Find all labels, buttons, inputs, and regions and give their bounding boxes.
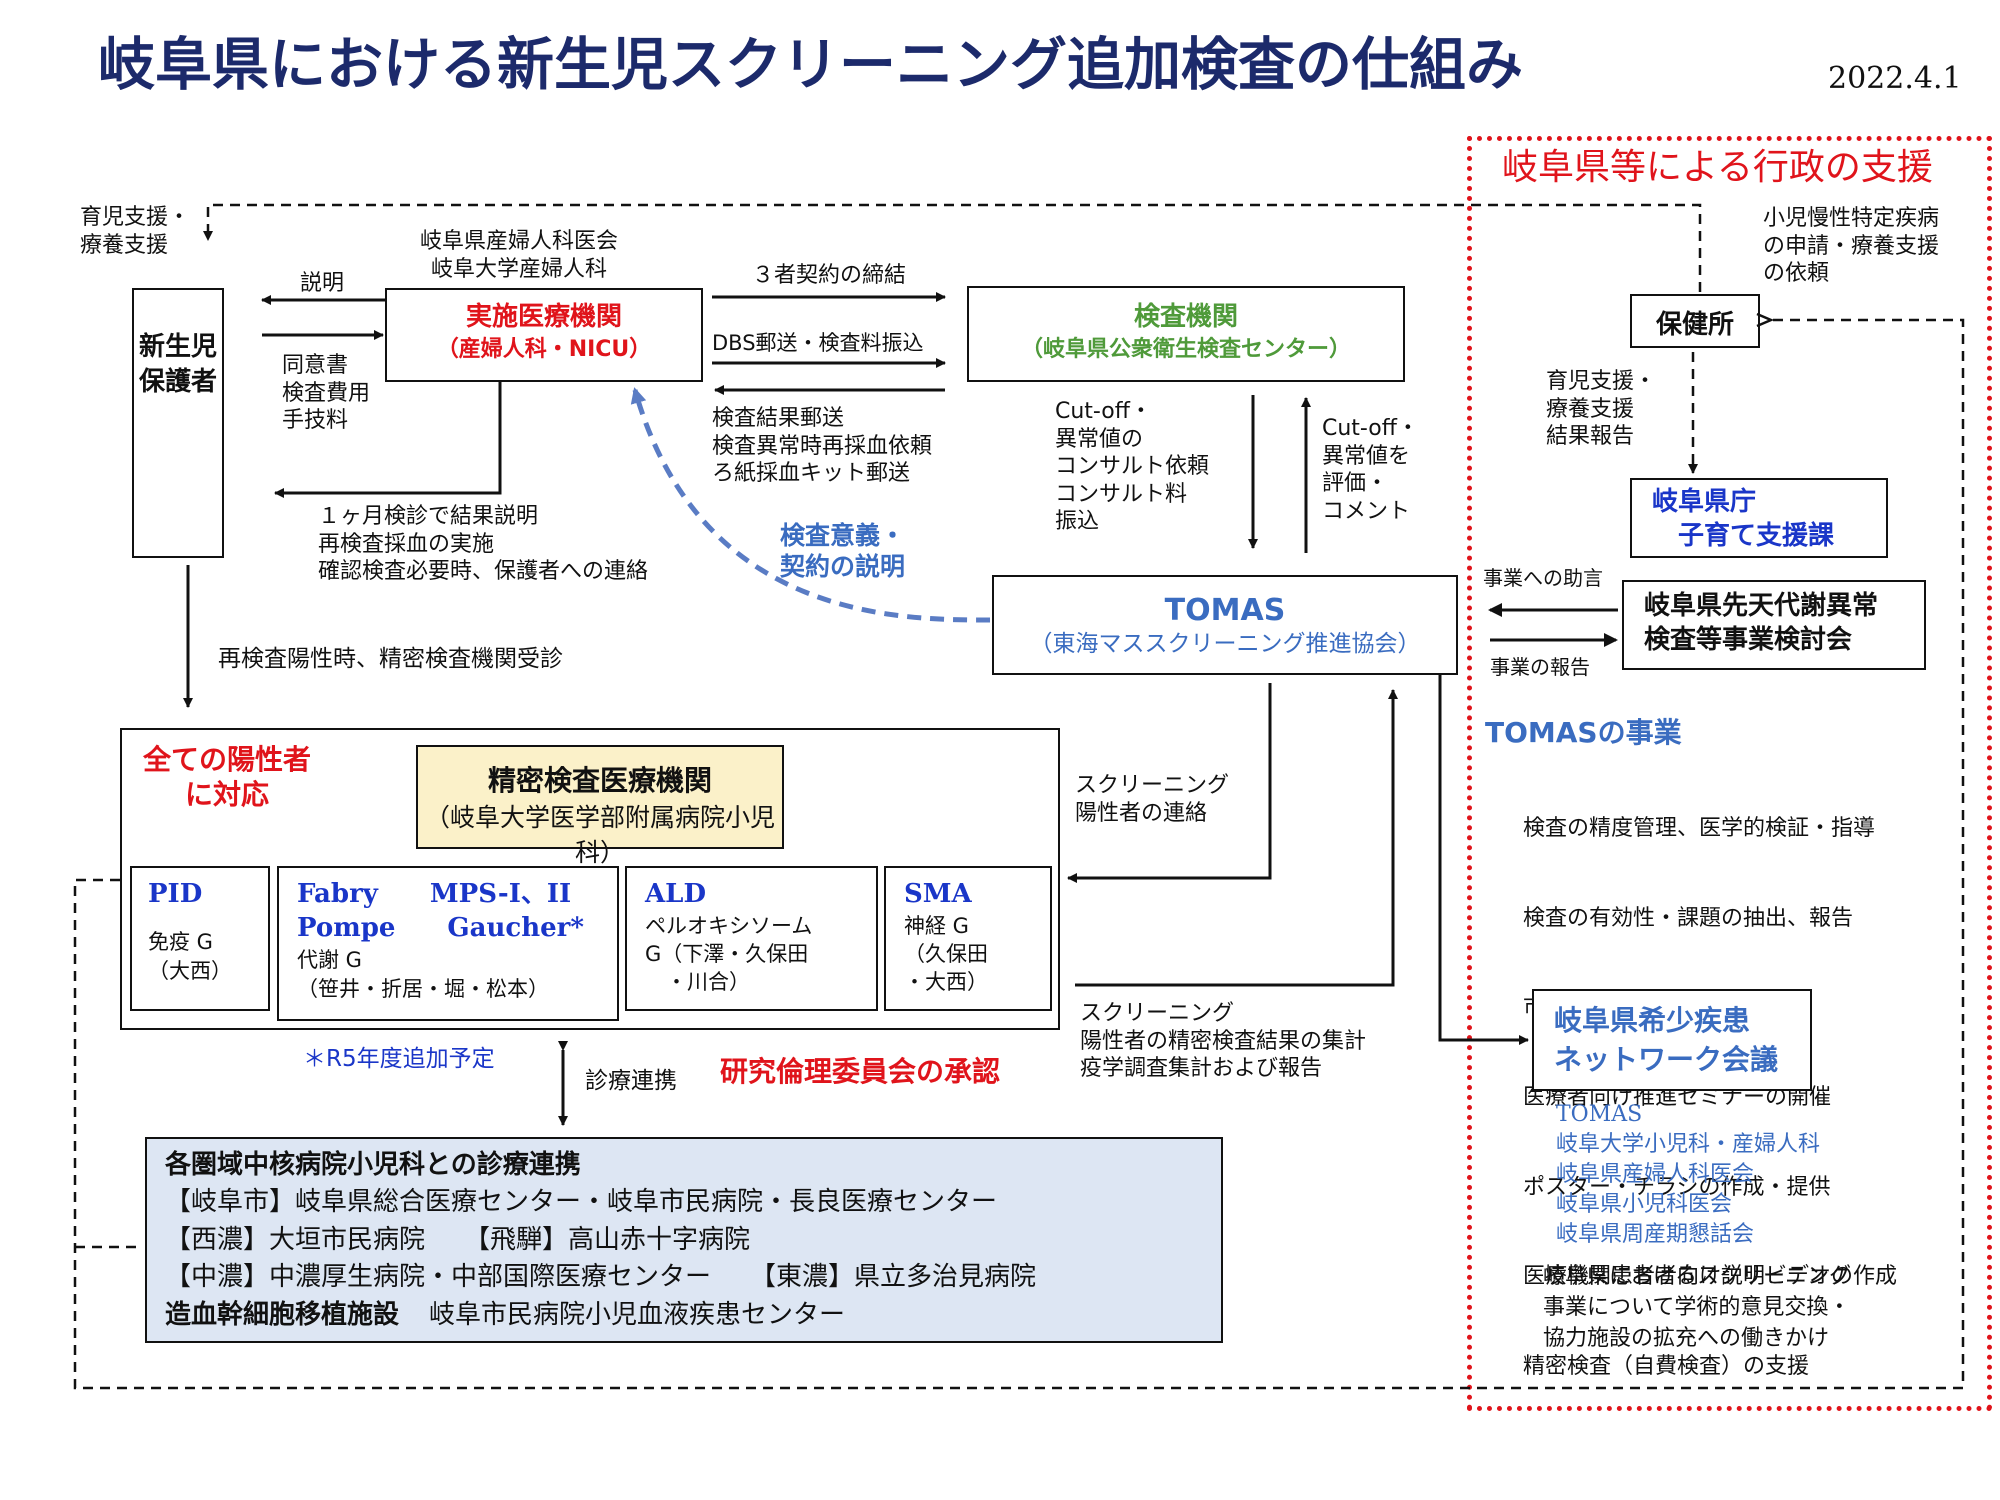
collab-label: 診療連携 bbox=[585, 1068, 677, 1094]
clinic-name: 実施医療機関 bbox=[465, 302, 622, 332]
clinic-above-label: 岐阜県産婦人科医会 岐阜大学産婦人科 bbox=[420, 229, 619, 282]
group-body: ペルオキシソーム G（下澤・久保田 ・川合） bbox=[645, 913, 813, 995]
aggregate-label: スクリーニング 陽性者の精密検査結果の集計 疫学調査集計および報告 bbox=[1080, 1001, 1367, 1081]
clinic-result-label: １ヶ月検診で結果説明 再検査採血の実施 確認検査必要時、保護者への連絡 bbox=[318, 504, 649, 584]
network-member: TOMAS bbox=[1556, 1102, 1643, 1127]
retest-label: 再検査陽性時、精密検査機関受診 bbox=[218, 646, 563, 672]
precision-name: 精密検査医療機関 bbox=[487, 764, 712, 797]
network-desc: 岐阜県におけるスクリーニング 事業について学術的意見交換・ 協力施設の拡充への働… bbox=[1543, 1264, 1852, 1351]
network-member: 岐阜大学小児科・産婦人科 bbox=[1556, 1131, 1821, 1157]
date-label: 2022.4.1 bbox=[1828, 61, 1962, 96]
contract-label: ３者契約の締結 bbox=[752, 263, 907, 288]
hokenjo-to-kencho-label: 育児支援・ 療養支援 結果報告 bbox=[1546, 369, 1657, 449]
tomas-jigyo-item: ポスター・チラシの作成・提供 bbox=[1523, 1174, 1831, 1200]
network-member: 岐阜県周産期懇話会 bbox=[1556, 1221, 1755, 1247]
tomas-jigyo-title: TOMASの事業 bbox=[1485, 716, 1682, 749]
guardian-support-label: 育児支援・ 療養支援 bbox=[80, 205, 191, 258]
group-body: 代謝 G （笹井・折居・堀・松本） bbox=[297, 947, 549, 1001]
stem-cell-value: 岐阜市民病院小児血液疾患センター bbox=[429, 1299, 846, 1330]
explain-label: 説明 bbox=[300, 271, 345, 296]
tomas-jigyo-item: 精密検査（自費検査）の支援 bbox=[1523, 1354, 1810, 1380]
stem-cell-label: 造血幹細胞移植施設 bbox=[165, 1299, 400, 1330]
group-box-metabolic: Fabry MPS-I、II Pompe Gaucher* 代謝 G （笹井・折… bbox=[277, 866, 619, 1021]
dbs-label: DBS郵送・検査料振込 bbox=[712, 331, 924, 355]
network-members: TOMAS 岐阜大学小児科・産婦人科 岐阜県産婦人科医会 岐阜県小児科医会 岐阜… bbox=[1556, 1100, 1820, 1250]
group-box-pid: PID 免疫 G （大西） bbox=[130, 866, 270, 1011]
hokenjo-label: 保健所 bbox=[1655, 310, 1734, 340]
tomas-explain-label: 検査意義・ 契約の説明 bbox=[780, 521, 906, 582]
clinic-sub: （産婦人科・NICU） bbox=[436, 337, 652, 363]
tomas-name: TOMAS bbox=[1164, 593, 1286, 628]
lab-name: 検査機関 bbox=[1133, 302, 1238, 332]
advice-label: 事業への助言 bbox=[1483, 566, 1603, 590]
kentokai-label: 岐阜県先天代謝異常 検査等事業検討会 bbox=[1644, 591, 1879, 655]
tomas-box: TOMAS （東海マススクリーニング推進協会） bbox=[992, 575, 1458, 675]
tomas-jigyo-item: 医療機関患者者向け説明ビデオの作成 bbox=[1523, 1264, 1898, 1290]
kencho-label: 岐阜県庁 子育て支援課 bbox=[1652, 487, 1835, 551]
group-head: ALD bbox=[645, 879, 707, 909]
group-box-ald: ALD ペルオキシソーム G（下澤・久保田 ・川合） bbox=[625, 866, 878, 1011]
ethics-label: 研究倫理委員会の承認 bbox=[720, 1055, 1001, 1088]
group-head: Fabry MPS-I、II Pompe Gaucher* bbox=[297, 879, 584, 943]
arrow-positive-contact bbox=[1067, 683, 1272, 883]
dashed-tomas-explain bbox=[630, 387, 991, 623]
group-head: SMA bbox=[904, 879, 972, 909]
all-positive-label: 全ての陽性者 に対応 bbox=[143, 743, 312, 811]
precision-name-box: 精密検査医療機関 （岐阜大学医学部附属病院小児科） bbox=[416, 745, 784, 867]
regional-line: 【西濃】大垣市民病院 【飛騨】高山赤十字病院 bbox=[165, 1224, 751, 1255]
network-member: 岐阜県産婦人科医会 bbox=[1556, 1161, 1755, 1187]
regional-title: 各圏域中核病院小児科との診療連携 bbox=[165, 1150, 581, 1180]
hokenjo-box: 保健所 bbox=[1630, 294, 1760, 348]
clinic-box: 実施医療機関 （産婦人科・NICU） bbox=[385, 288, 703, 382]
guardian-label: 新生児 保護者 bbox=[138, 332, 217, 398]
consult-label: Cut-off・ 異常値の コンサルト依頼 コンサルト料 振込 bbox=[1055, 399, 1210, 534]
precision-sub: （岐阜大学医学部附属病院小児科） bbox=[424, 803, 775, 868]
tomas-sub: （東海マススクリーニング推進協会） bbox=[1029, 631, 1421, 657]
network-label: 岐阜県希少疾患 ネットワーク会議 bbox=[1554, 1004, 1779, 1077]
group-body: 神経 G （久保田 ・大西） bbox=[904, 913, 988, 995]
group-body: 免疫 G （大西） bbox=[148, 929, 232, 984]
admin-support-title: 岐阜県等による行政の支援 bbox=[1502, 147, 1933, 188]
arrow-tomas-network bbox=[1438, 675, 1529, 1045]
evaluate-label: Cut-off・ 異常値を 評価・ コメント bbox=[1322, 416, 1419, 524]
group-box-sma: SMA 神経 G （久保田 ・大西） bbox=[884, 866, 1052, 1011]
tomas-jigyo-item: 検査の有効性・課題の抽出、報告 bbox=[1523, 905, 1854, 931]
regional-box: 各圏域中核病院小児科との診療連携 【岐阜市】岐阜県総合医療センター・岐阜市民病院… bbox=[145, 1137, 1223, 1343]
arrow-aggregate bbox=[1075, 689, 1398, 987]
dashed-loop bbox=[73, 320, 1965, 1390]
network-box: 岐阜県希少疾患 ネットワーク会議 bbox=[1532, 989, 1812, 1091]
dashed-hokenjo-guardian bbox=[203, 203, 1702, 292]
shoni-label: 小児慢性特定疾病 の申請・療養支援 の依頼 bbox=[1763, 206, 1940, 286]
report-label: 事業の報告 bbox=[1490, 655, 1590, 679]
guardian-box: 新生児 保護者 bbox=[132, 288, 224, 558]
tomas-jigyo-item: 検査の精度管理、医学的検証・指導 bbox=[1523, 815, 1876, 841]
kencho-box: 岐阜県庁 子育て支援課 bbox=[1630, 478, 1888, 558]
positive-contact-label: スクリーニング 陽性者の連絡 bbox=[1075, 773, 1230, 826]
lab-sub: （岐阜県公衆衛生検査センター） bbox=[1020, 337, 1351, 363]
arrow-result bbox=[274, 382, 502, 498]
network-member: 岐阜県小児科医会 bbox=[1556, 1191, 1733, 1217]
regional-line: 【岐阜市】岐阜県総合医療センター・岐阜市民病院・長良医療センター bbox=[165, 1187, 998, 1218]
page-title: 岐阜県における新生児スクリーニング追加検査の仕組み bbox=[98, 32, 1523, 98]
group-head: PID bbox=[148, 879, 203, 909]
lab-result-label: 検査結果郵送 検査異常時再採血依頼 ろ紙採血キット郵送 bbox=[712, 406, 933, 486]
lab-box: 検査機関 （岐阜県公衆衛生検査センター） bbox=[967, 286, 1405, 382]
consent-label: 同意書 検査費用 手技料 bbox=[282, 353, 371, 433]
kentokai-box: 岐阜県先天代謝異常 検査等事業検討会 bbox=[1622, 580, 1926, 670]
admin-support-region bbox=[1467, 136, 1992, 1411]
r5-note: ＊R5年度追加予定 bbox=[303, 1046, 495, 1072]
regional-line: 【中濃】中濃厚生病院・中部国際医療センター 【東濃】県立多治見病院 bbox=[165, 1262, 1037, 1293]
